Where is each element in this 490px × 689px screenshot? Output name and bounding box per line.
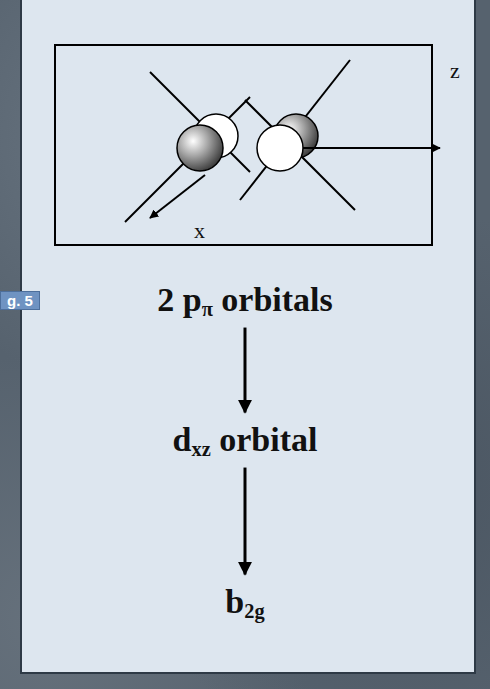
axis-label: x — [194, 218, 205, 244]
x-axis — [150, 175, 205, 218]
symmetry-label: b2g — [225, 582, 264, 621]
flow-arrow — [243, 328, 246, 413]
p-orbitals — [177, 114, 318, 171]
node-text: 2 pπ orbitals — [157, 280, 333, 319]
figure-panel — [20, 0, 476, 674]
orbital-label: dxz orbital — [173, 420, 318, 459]
figure-tab: g. 5 — [0, 291, 40, 310]
node-text: dxz orbital — [173, 420, 318, 459]
axis-label: z — [450, 58, 460, 84]
nodal-planes — [125, 60, 355, 222]
z-axis — [303, 147, 440, 149]
illustration-frame — [55, 45, 432, 245]
flow-arrow — [243, 468, 246, 575]
node-text: b2g — [225, 582, 264, 621]
node-text: g. 5 — [7, 292, 33, 309]
orbital-label: 2 pπ orbitals — [157, 280, 333, 319]
